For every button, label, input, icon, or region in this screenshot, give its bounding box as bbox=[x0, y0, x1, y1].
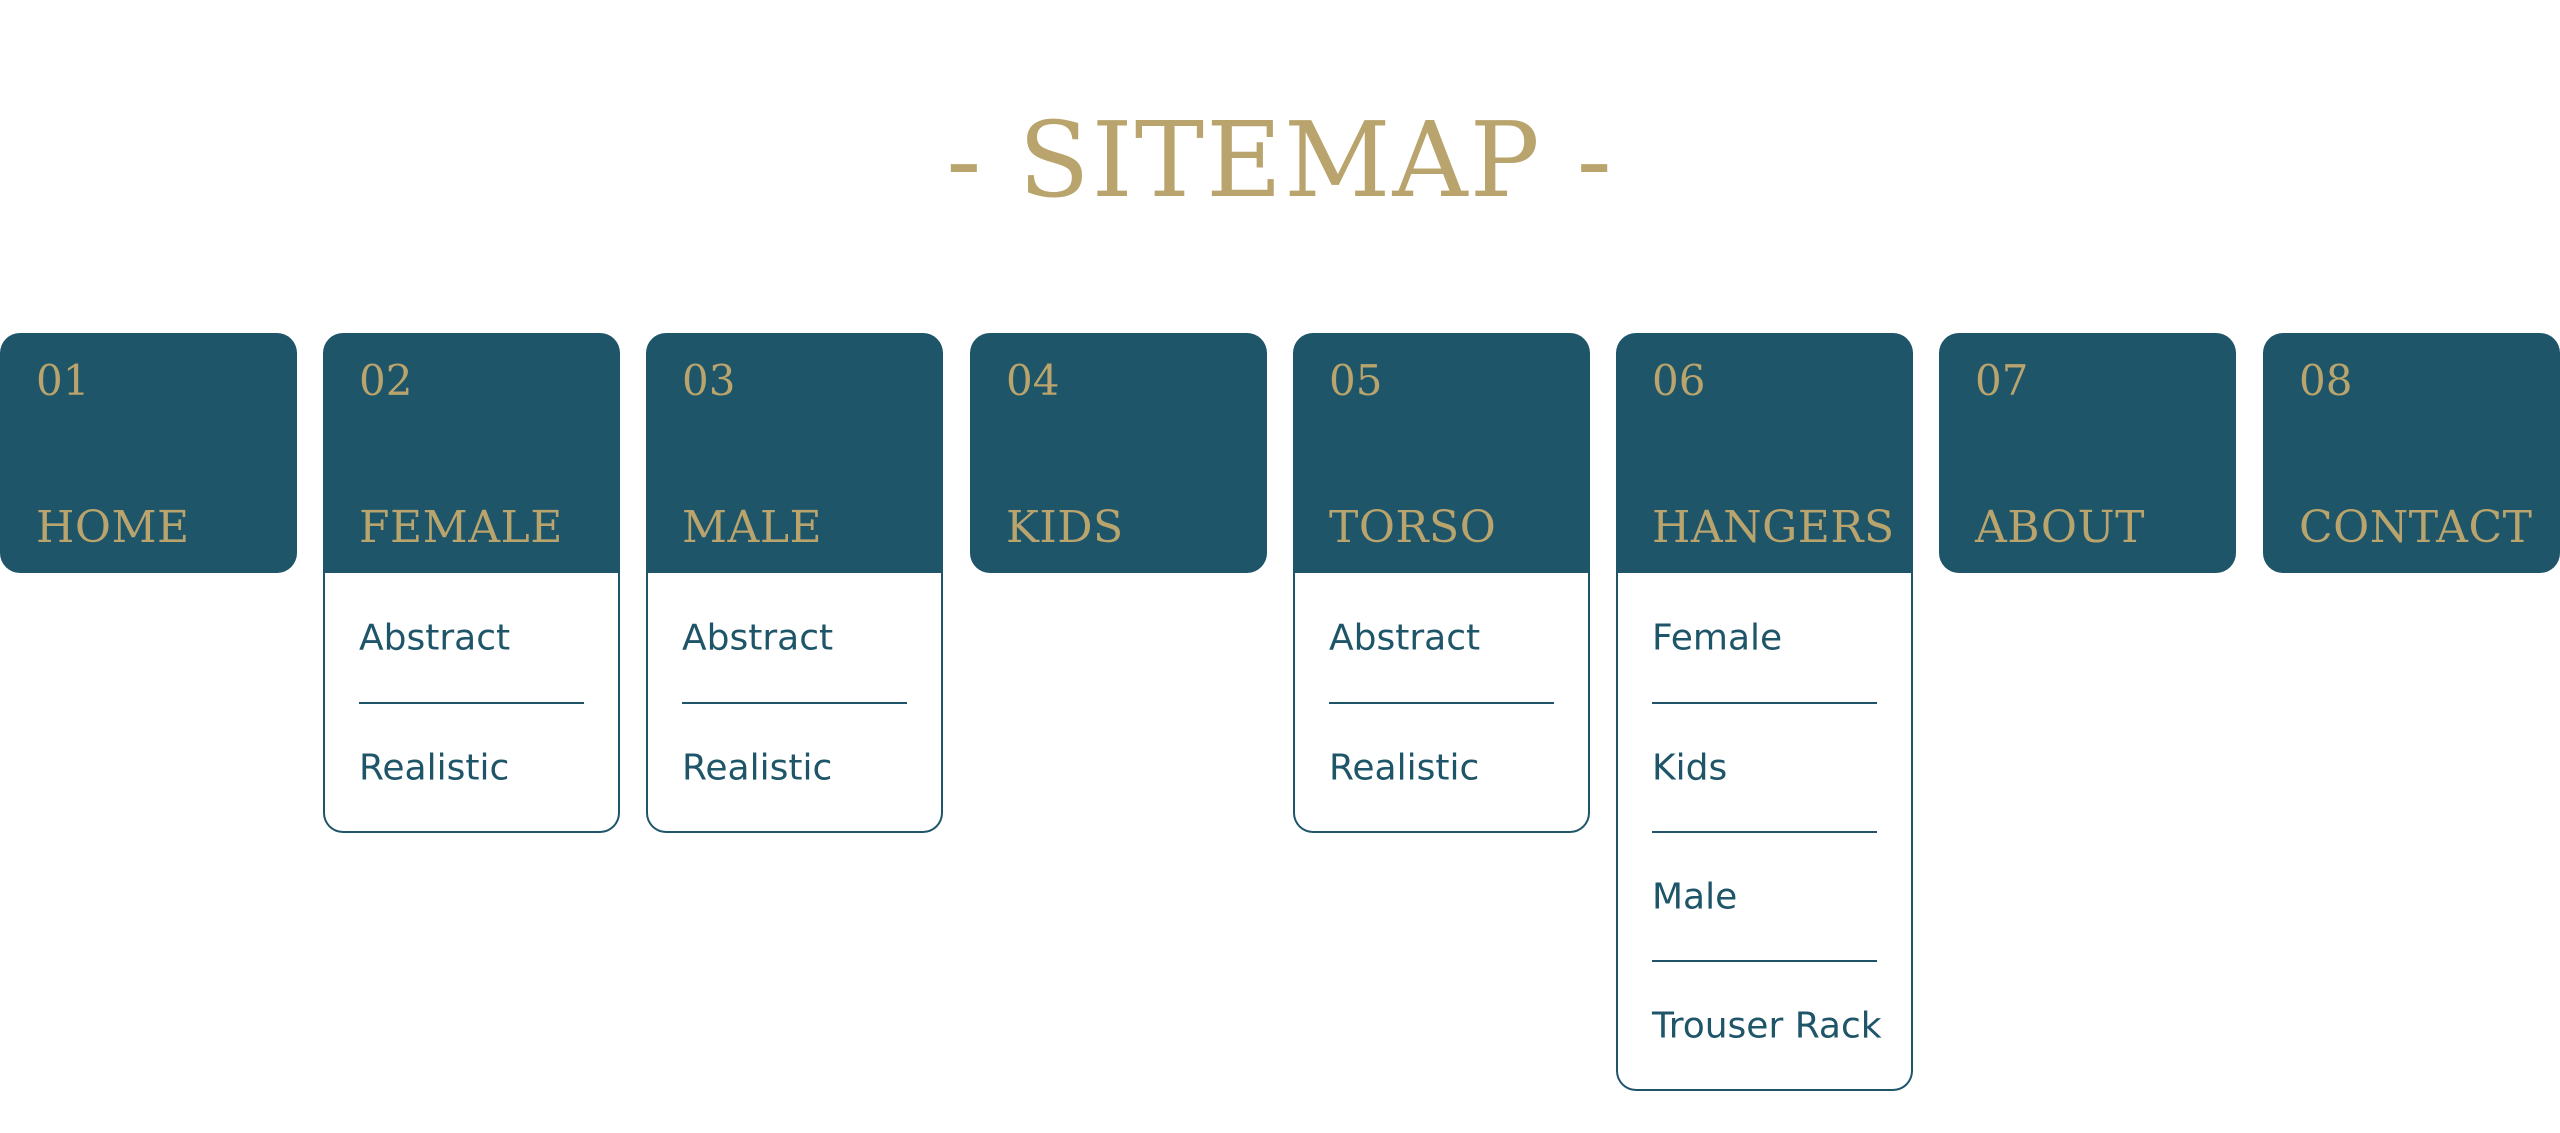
submenu-item-label: Female bbox=[1652, 617, 1783, 658]
submenu-item[interactable]: Male bbox=[1652, 831, 1877, 960]
submenu-item-label: Male bbox=[1652, 876, 1738, 917]
section-card-female[interactable]: 02 FEMALE bbox=[323, 333, 620, 573]
section-label: KIDS bbox=[1006, 502, 1124, 553]
submenu-item-label: Trouser Rack bbox=[1652, 1005, 1882, 1046]
section-card-home[interactable]: 01 HOME bbox=[0, 333, 297, 573]
section-card-hangers[interactable]: 06 HANGERS bbox=[1616, 333, 1913, 573]
submenu-item-label: Kids bbox=[1652, 747, 1728, 788]
section-card-male[interactable]: 03 MALE bbox=[646, 333, 943, 573]
page-title: - SITEMAP - bbox=[946, 99, 1614, 221]
section-card-kids[interactable]: 04 KIDS bbox=[970, 333, 1267, 573]
section-number: 05 bbox=[1329, 356, 1383, 405]
submenu-male: Abstract Realistic bbox=[646, 573, 943, 833]
section-number: 06 bbox=[1652, 356, 1706, 405]
section-card-contact[interactable]: 08 CONTACT bbox=[2263, 333, 2560, 573]
sitemap-column-kids: 04 KIDS bbox=[970, 333, 1267, 573]
section-label: CONTACT bbox=[2299, 502, 2533, 553]
sitemap-column-female: 02 FEMALE Abstract Realistic bbox=[323, 333, 620, 833]
section-label: HANGERS bbox=[1652, 502, 1895, 553]
section-label: MALE bbox=[682, 502, 823, 553]
sitemap-columns: 01 HOME 02 FEMALE Abstract Realistic 03 … bbox=[0, 333, 2560, 1133]
section-number: 08 bbox=[2299, 356, 2353, 405]
submenu-torso: Abstract Realistic bbox=[1293, 573, 1590, 833]
section-label: ABOUT bbox=[1975, 502, 2145, 553]
submenu-item[interactable]: Realistic bbox=[1329, 702, 1554, 831]
submenu-hangers: Female Kids Male Trouser Rack bbox=[1616, 573, 1913, 1091]
submenu-item-label: Realistic bbox=[682, 747, 833, 788]
section-number: 07 bbox=[1975, 356, 2029, 405]
submenu-item[interactable]: Realistic bbox=[682, 702, 907, 831]
section-number: 02 bbox=[359, 356, 413, 405]
sitemap-column-home: 01 HOME bbox=[0, 333, 297, 573]
submenu-item-label: Abstract bbox=[359, 617, 511, 658]
submenu-item-label: Abstract bbox=[682, 617, 834, 658]
section-label: TORSO bbox=[1329, 502, 1497, 553]
sitemap-column-male: 03 MALE Abstract Realistic bbox=[646, 333, 943, 833]
submenu-item[interactable]: Kids bbox=[1652, 702, 1877, 831]
section-card-torso[interactable]: 05 TORSO bbox=[1293, 333, 1590, 573]
section-label: FEMALE bbox=[359, 502, 563, 553]
submenu-item-label: Realistic bbox=[1329, 747, 1480, 788]
section-card-about[interactable]: 07 ABOUT bbox=[1939, 333, 2236, 573]
sitemap-column-torso: 05 TORSO Abstract Realistic bbox=[1293, 333, 1590, 833]
submenu-item-label: Realistic bbox=[359, 747, 510, 788]
section-number: 01 bbox=[36, 356, 90, 405]
submenu-female: Abstract Realistic bbox=[323, 573, 620, 833]
sitemap-column-contact: 08 CONTACT bbox=[2263, 333, 2560, 573]
section-label: HOME bbox=[36, 502, 190, 553]
submenu-item[interactable]: Female bbox=[1652, 573, 1877, 702]
submenu-item[interactable]: Abstract bbox=[682, 573, 907, 702]
submenu-item-label: Abstract bbox=[1329, 617, 1481, 658]
section-number: 03 bbox=[682, 356, 736, 405]
submenu-item[interactable]: Trouser Rack bbox=[1652, 960, 1882, 1089]
submenu-item[interactable]: Realistic bbox=[359, 702, 584, 831]
sitemap-column-hangers: 06 HANGERS Female Kids Male Trouser Rack bbox=[1616, 333, 1913, 1091]
submenu-item[interactable]: Abstract bbox=[359, 573, 584, 702]
sitemap-column-about: 07 ABOUT bbox=[1939, 333, 2236, 573]
submenu-item[interactable]: Abstract bbox=[1329, 573, 1554, 702]
section-number: 04 bbox=[1006, 356, 1060, 405]
